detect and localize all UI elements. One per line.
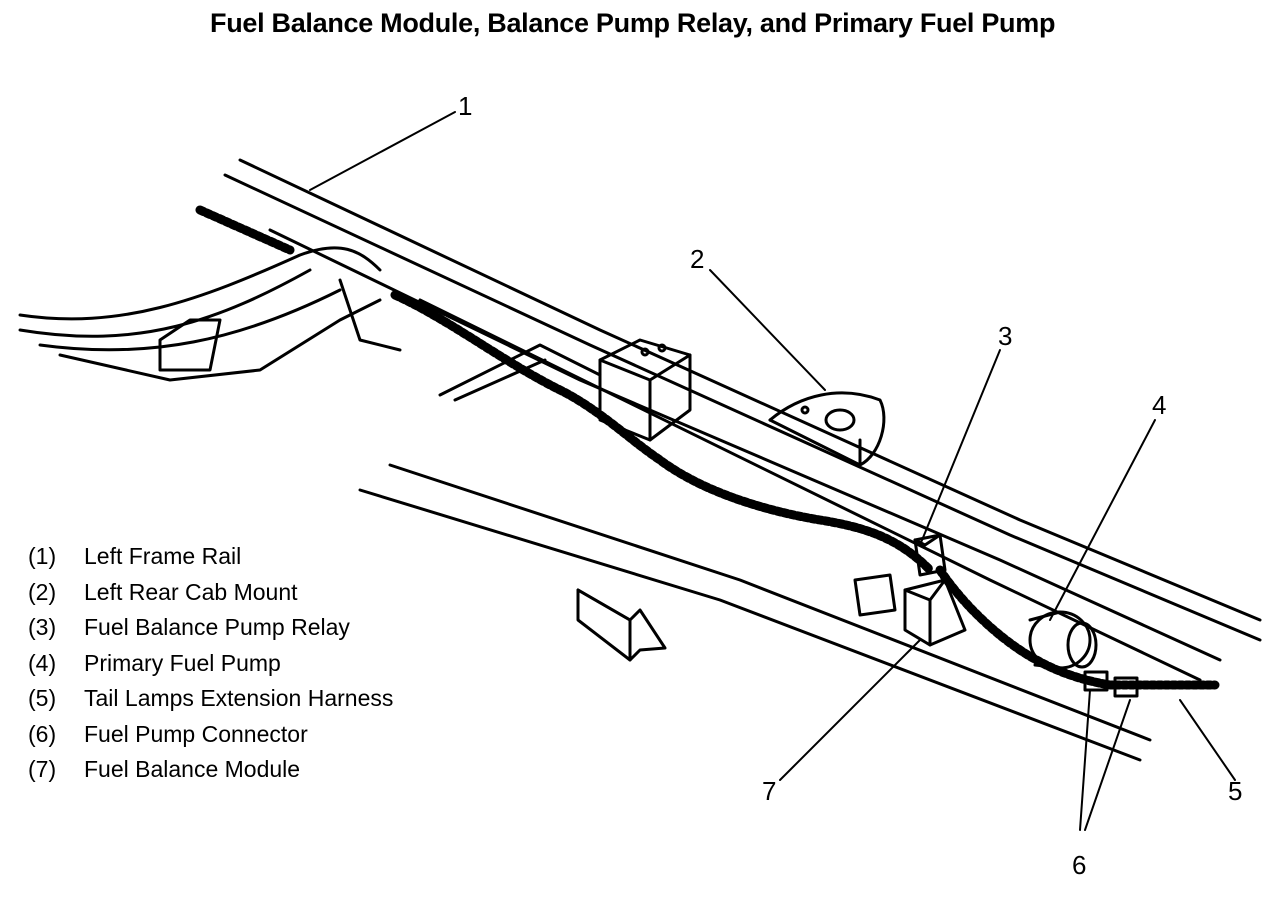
legend-item: (7) Fuel Balance Module (28, 756, 393, 792)
parts-legend: (1) Left Frame Rail (2) Left Rear Cab Moun… (28, 543, 393, 792)
callout-7: 7 (762, 776, 776, 806)
legend-label: Left Rear Cab Mount (84, 578, 298, 605)
callout-1: 1 (458, 91, 472, 121)
wiring-harness (195, 205, 1220, 690)
legend-number: (2) (28, 578, 57, 605)
legend-number: (1) (28, 543, 57, 569)
harness-bracket (438, 338, 692, 442)
legend-number: (6) (28, 720, 57, 747)
left-frame-rail (223, 158, 1262, 762)
legend-item: (1) Left Frame Rail (28, 543, 393, 579)
cross-member (18, 246, 402, 382)
legend-number: (3) (28, 614, 57, 640)
fuel-balance-pump-relay (913, 533, 947, 577)
legend-number: (7) (28, 756, 57, 782)
legend-number: (4) (28, 649, 57, 676)
fuel-pump-connector (1083, 670, 1139, 698)
legend-item: (2) Left Rear Cab Mount (28, 579, 393, 615)
legend-item: (3) Fuel Balance Pump Relay (28, 614, 393, 650)
legend-label: Fuel Balance Module (84, 756, 301, 782)
callout-6: 6 (1072, 850, 1086, 880)
callout-4: 4 (1152, 390, 1166, 420)
callout-2: 2 (690, 244, 704, 274)
diagram-title: Fuel Balance Module, Balance Pump Relay,… (210, 8, 1056, 38)
direction-arrow (576, 588, 667, 662)
fuel-balance-module (853, 573, 967, 647)
callout-3: 3 (998, 321, 1012, 351)
primary-fuel-pump (1028, 610, 1098, 670)
legend-label: Fuel Pump Connector (84, 720, 308, 747)
legend-label: Left Frame Rail (84, 543, 242, 569)
legend-number: (5) (28, 685, 57, 711)
left-rear-cab-mount (768, 391, 886, 467)
legend-item: (6) Fuel Pump Connector (28, 721, 393, 757)
legend-item: (4) Primary Fuel Pump (28, 650, 393, 686)
callout-5: 5 (1228, 776, 1242, 806)
legend-label: Tail Lamps Extension Harness (84, 685, 394, 711)
legend-label: Primary Fuel Pump (84, 649, 281, 676)
leader-lines (309, 111, 1236, 831)
legend-item: (5) Tail Lamps Extension Harness (28, 685, 393, 721)
legend-label: Fuel Balance Pump Relay (84, 614, 350, 640)
